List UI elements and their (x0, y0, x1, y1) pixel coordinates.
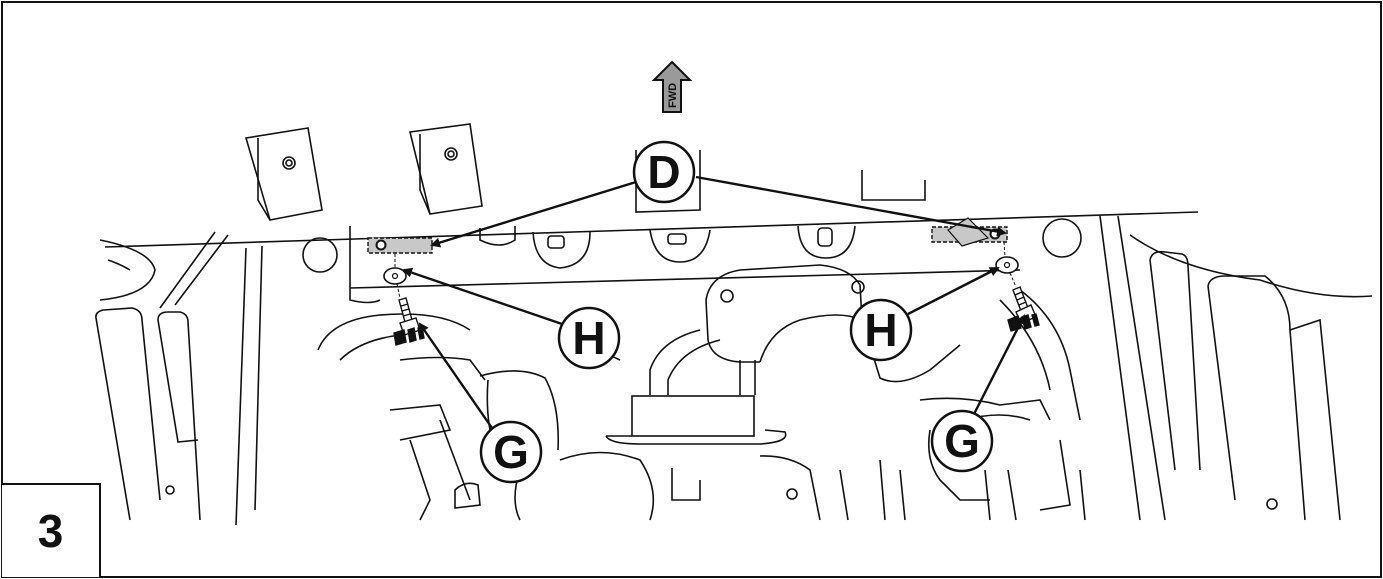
washer-right (995, 241, 1019, 288)
callout-g-left-label: G (493, 426, 529, 478)
callout-h-left: H (557, 306, 621, 370)
vehicle-underbody-drawing (95, 123, 1373, 526)
callout-h-right-label: H (864, 304, 897, 356)
bracket-left (367, 237, 433, 254)
callout-d-label: D (647, 146, 680, 198)
leader-lines (402, 175, 1026, 429)
callout-d: D (632, 140, 696, 204)
bolt-left (393, 297, 425, 346)
fwd-label: FWD (667, 83, 679, 108)
callout-g-left: G (479, 420, 543, 484)
callout-g-right-label: G (944, 415, 980, 467)
step-number-box: 3 (2, 483, 101, 577)
callout-h-right: H (849, 298, 913, 362)
forward-direction-arrow: FWD (651, 60, 693, 113)
step-number: 3 (37, 505, 64, 557)
callout-g-right: G (930, 409, 994, 473)
washer-left (383, 254, 407, 299)
callout-h-left-label: H (572, 312, 605, 364)
